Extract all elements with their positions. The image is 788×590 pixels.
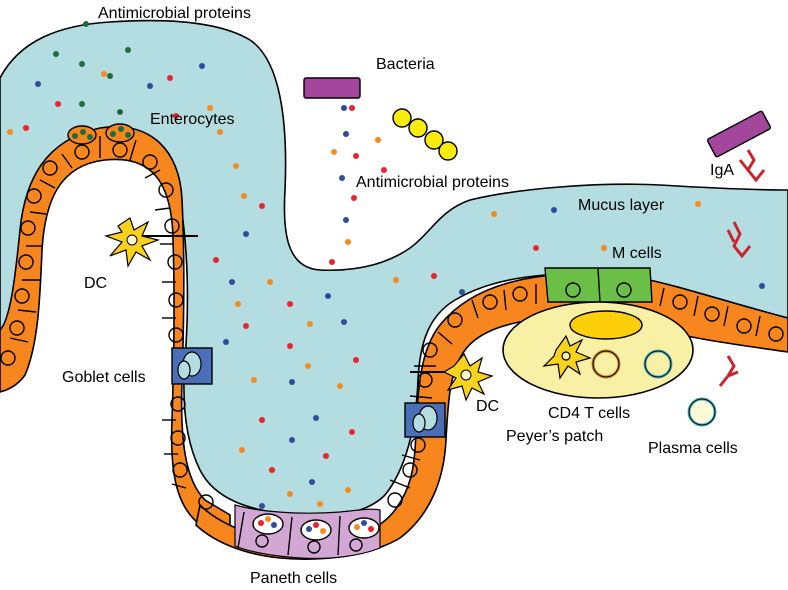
germinal-center [569,310,643,340]
enterocyte-cells-left [0,136,214,510]
paneth-cells [237,511,380,556]
label-m-cells: M cells [612,245,662,262]
peyers-patch [502,301,694,399]
label-iga: IgA [710,162,734,179]
label-bacteria: Bacteria [376,56,435,73]
iga-antibody-icon [738,149,766,183]
bacteria-rod-icon [706,110,772,158]
plasma-cell-icon [687,397,717,427]
label-peyers-patch: Peyer’s patch [506,428,603,445]
dendritic-cell-icon [410,352,494,402]
bacteria-cocci-chain-icon [392,108,458,161]
label-goblet-cells: Goblet cells [62,369,146,386]
t-cell-icon [591,349,621,379]
label-enterocytes: Enterocytes [150,111,234,128]
label-plasma-cells: Plasma cells [648,440,738,457]
iga-antibody-icon [718,355,739,387]
bacteria-rod-icon [303,77,361,99]
goblet-cell-right [404,402,446,438]
label-dc-left: DC [84,275,107,292]
label-antimicrobial-mid: Antimicrobial proteins [356,174,509,191]
dendritic-cell-icon [542,334,592,380]
label-antimicrobial-top: Antimicrobial proteins [98,5,251,22]
plasma-cell-icon [643,349,673,379]
goblet-cell-left [171,347,213,385]
crypt-cells-right [387,284,784,508]
enterocyte-granular-cells [67,123,135,145]
dendritic-cell-icon [103,217,198,268]
label-mucus-layer: Mucus layer [578,197,665,214]
label-paneth-cells: Paneth cells [250,570,337,587]
antimicrobial-protein-dots [7,21,765,509]
m-cells [544,267,653,303]
label-cd4-t-cells: CD4 T cells [548,405,630,422]
label-dc-right: DC [476,398,499,415]
iga-antibody-icon [726,221,752,259]
